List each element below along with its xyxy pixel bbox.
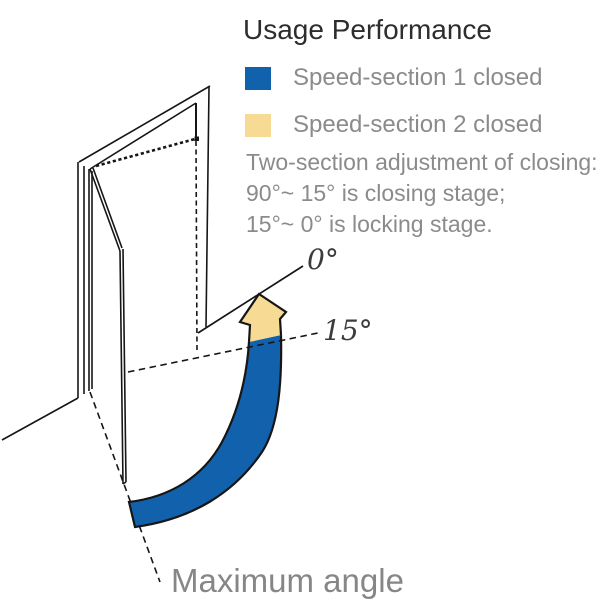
closing-stage-arc: [127, 334, 283, 529]
description-line-2: 90°~ 15° is closing stage;: [246, 180, 506, 206]
description-line-3: 15°~ 0° is locking stage.: [246, 211, 493, 237]
legend: Usage Performance Speed-section 1 closed…: [243, 14, 598, 237]
zero-degree-leader: [197, 265, 304, 334]
closing-stage-swatch: [245, 66, 271, 90]
frame-right-stile: [205, 86, 210, 328]
door-latch-edge-inner: [122, 248, 127, 483]
legend-item-locking: Speed-section 2 closed: [245, 111, 543, 138]
zero-degree-label: 0°: [307, 243, 339, 276]
closing-stage-arc-outline: [127, 334, 283, 529]
max-angle-dashed-leader: [89, 391, 161, 583]
maximum-angle-label: Maximum angle: [171, 562, 404, 599]
door-frame: [1, 85, 211, 441]
legend-description: Two-section adjustment of closing: 90°~ …: [246, 147, 598, 240]
legend-item-closing-label: Speed-section 1 closed: [293, 64, 543, 91]
door-bottom-cut: [122, 481, 127, 485]
door-top-edge-outer: [89, 168, 121, 252]
frame-top-inner-edge: [89, 102, 197, 170]
door-latch-edge-outer: [119, 250, 124, 485]
locking-stage-swatch: [245, 113, 271, 137]
frame-top-outer-edge: [78, 85, 211, 163]
door-top-edge-inner: [92, 167, 123, 249]
wall-base-line: [1, 397, 79, 441]
locking-stage-arrow: [238, 292, 288, 343]
closed-position-outline: [95, 136, 199, 352]
description-line-1: Two-section adjustment of closing:: [246, 149, 598, 175]
fifteen-degree-label: 15°: [323, 314, 373, 347]
fifteen-degree-dashed-line: [127, 332, 319, 373]
closing-stage-arc-fill: [129, 335, 282, 527]
legend-title: Usage Performance: [243, 14, 493, 45]
closed-door-latch-dashed: [195, 140, 198, 352]
legend-item-locking-label: Speed-section 2 closed: [293, 111, 543, 138]
legend-item-closing: Speed-section 1 closed: [245, 64, 543, 91]
door-panel: [88, 167, 127, 485]
locking-stage-arrow-outline: [238, 292, 288, 343]
closed-door-corner-dot: [194, 136, 199, 141]
